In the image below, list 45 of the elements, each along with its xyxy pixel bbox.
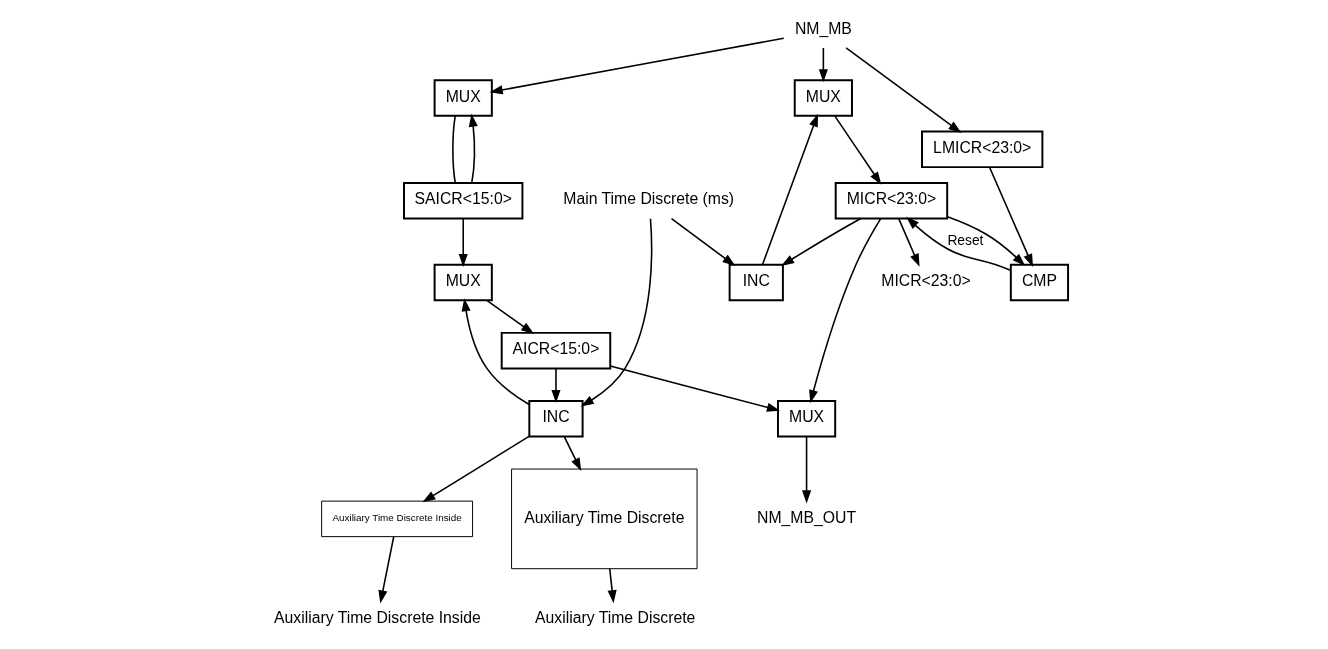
node-box: MUX [776,400,836,438]
node-text: Main Time Discrete (ms) [562,190,734,208]
arrow [897,217,920,267]
node-text: Auxiliary Time Discrete Inside [273,608,481,626]
arrow [844,47,961,133]
arrow [905,216,1011,271]
arrow [988,166,1033,267]
node-box: SAICR<15:0> [402,181,523,220]
arrow [801,436,811,504]
node-box: Auxiliary Time Discrete [510,468,698,570]
node-box: LMICR<23:0> [920,130,1043,169]
arrow [833,115,881,185]
arrow [780,217,862,266]
arrow [580,217,652,407]
connector [451,115,456,184]
node-box: Auxiliary Time Discrete Inside [320,500,473,538]
node-box: CMP [1009,263,1069,302]
node-box: MICR<23:0> [834,181,948,220]
arrow [458,217,468,268]
arrow [421,435,530,503]
node-text: MICR<23:0> [880,272,971,290]
node-box: MUX [433,263,493,302]
node-text: NM_MB_OUT [756,508,856,526]
node-text: Auxiliary Time Discrete [534,608,695,626]
arrow [808,217,881,404]
arrow [607,568,617,604]
node-text: NM_MB [794,19,852,37]
arrow [761,113,818,266]
arrow [377,536,394,604]
node-box: INC [527,400,584,438]
edge-label: Reset [946,232,983,249]
node-box: INC [728,263,784,302]
arrow [563,436,581,472]
node-box: AICR<15:0> [500,331,611,370]
node-box: MUX [433,79,493,117]
arrow [946,216,1025,266]
arrow [485,299,534,335]
arrow [609,365,780,412]
arrow [550,367,561,403]
node-box: MUX [793,79,853,117]
arrow [818,47,828,83]
arrow [670,217,735,267]
arrow [468,113,478,184]
arrow [489,37,785,95]
arrow [461,298,530,406]
